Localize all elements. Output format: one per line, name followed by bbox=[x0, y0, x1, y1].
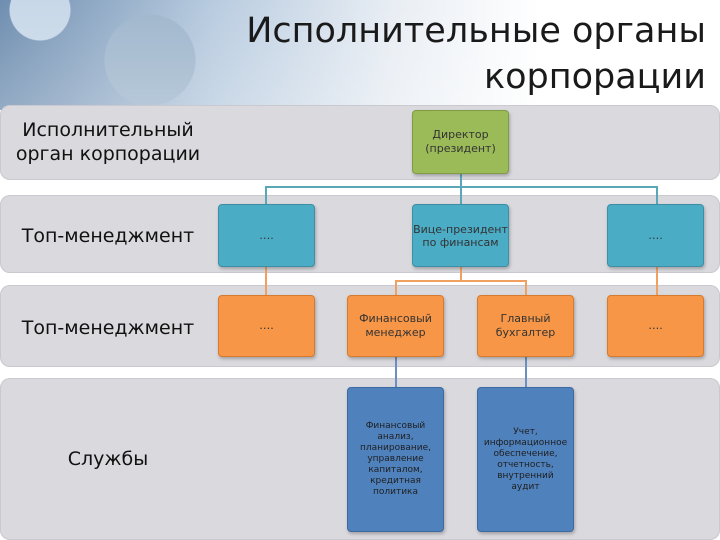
connector-vp-right bbox=[656, 186, 658, 204]
connector-chief-accountant bbox=[525, 280, 527, 295]
page-title: Исполнительные органы корпорации bbox=[246, 11, 706, 97]
connector-vp-left bbox=[265, 186, 267, 204]
box-financial-manager: Финансовый менеджер bbox=[347, 295, 444, 357]
band-label-top-management-1: Топ-менеджмент bbox=[21, 225, 195, 247]
band-label-top-management-2: Топ-менеджмент bbox=[21, 317, 195, 339]
connector-fin-manager bbox=[395, 280, 397, 295]
box-vp-right: …. bbox=[607, 204, 704, 267]
box-vp-finance: Вице-президент по финансам bbox=[412, 204, 509, 267]
connector-vp-left-down bbox=[265, 267, 267, 295]
connector-horizontal-mid bbox=[395, 280, 527, 282]
header-banner-fade bbox=[0, 0, 720, 110]
box-manager-left: …. bbox=[218, 295, 315, 357]
connector-accounting-services bbox=[525, 357, 527, 387]
box-financial-services: Финансовый анализ, планирование, управле… bbox=[347, 387, 444, 532]
band-top-management-1 bbox=[0, 195, 720, 273]
header-banner bbox=[0, 0, 720, 110]
connector-vp-finance bbox=[460, 186, 462, 204]
connector-fin-services bbox=[395, 357, 397, 387]
connector-vp-right-down bbox=[656, 267, 658, 295]
box-vp-left: …. bbox=[218, 204, 315, 267]
box-director: Директор (президент) bbox=[412, 110, 509, 174]
connector-director-down bbox=[460, 174, 462, 188]
connector-vp-finance-down bbox=[460, 267, 462, 281]
box-manager-right: …. bbox=[607, 295, 704, 357]
box-chief-accountant: Главный бухгалтер bbox=[477, 295, 574, 357]
band-executive bbox=[0, 105, 720, 180]
box-accounting-services: Учет, информационное обеспечение, отчетн… bbox=[477, 387, 574, 532]
band-label-executive: Исполнительный орган корпорации bbox=[15, 119, 201, 165]
band-label-services: Службы bbox=[67, 448, 149, 470]
